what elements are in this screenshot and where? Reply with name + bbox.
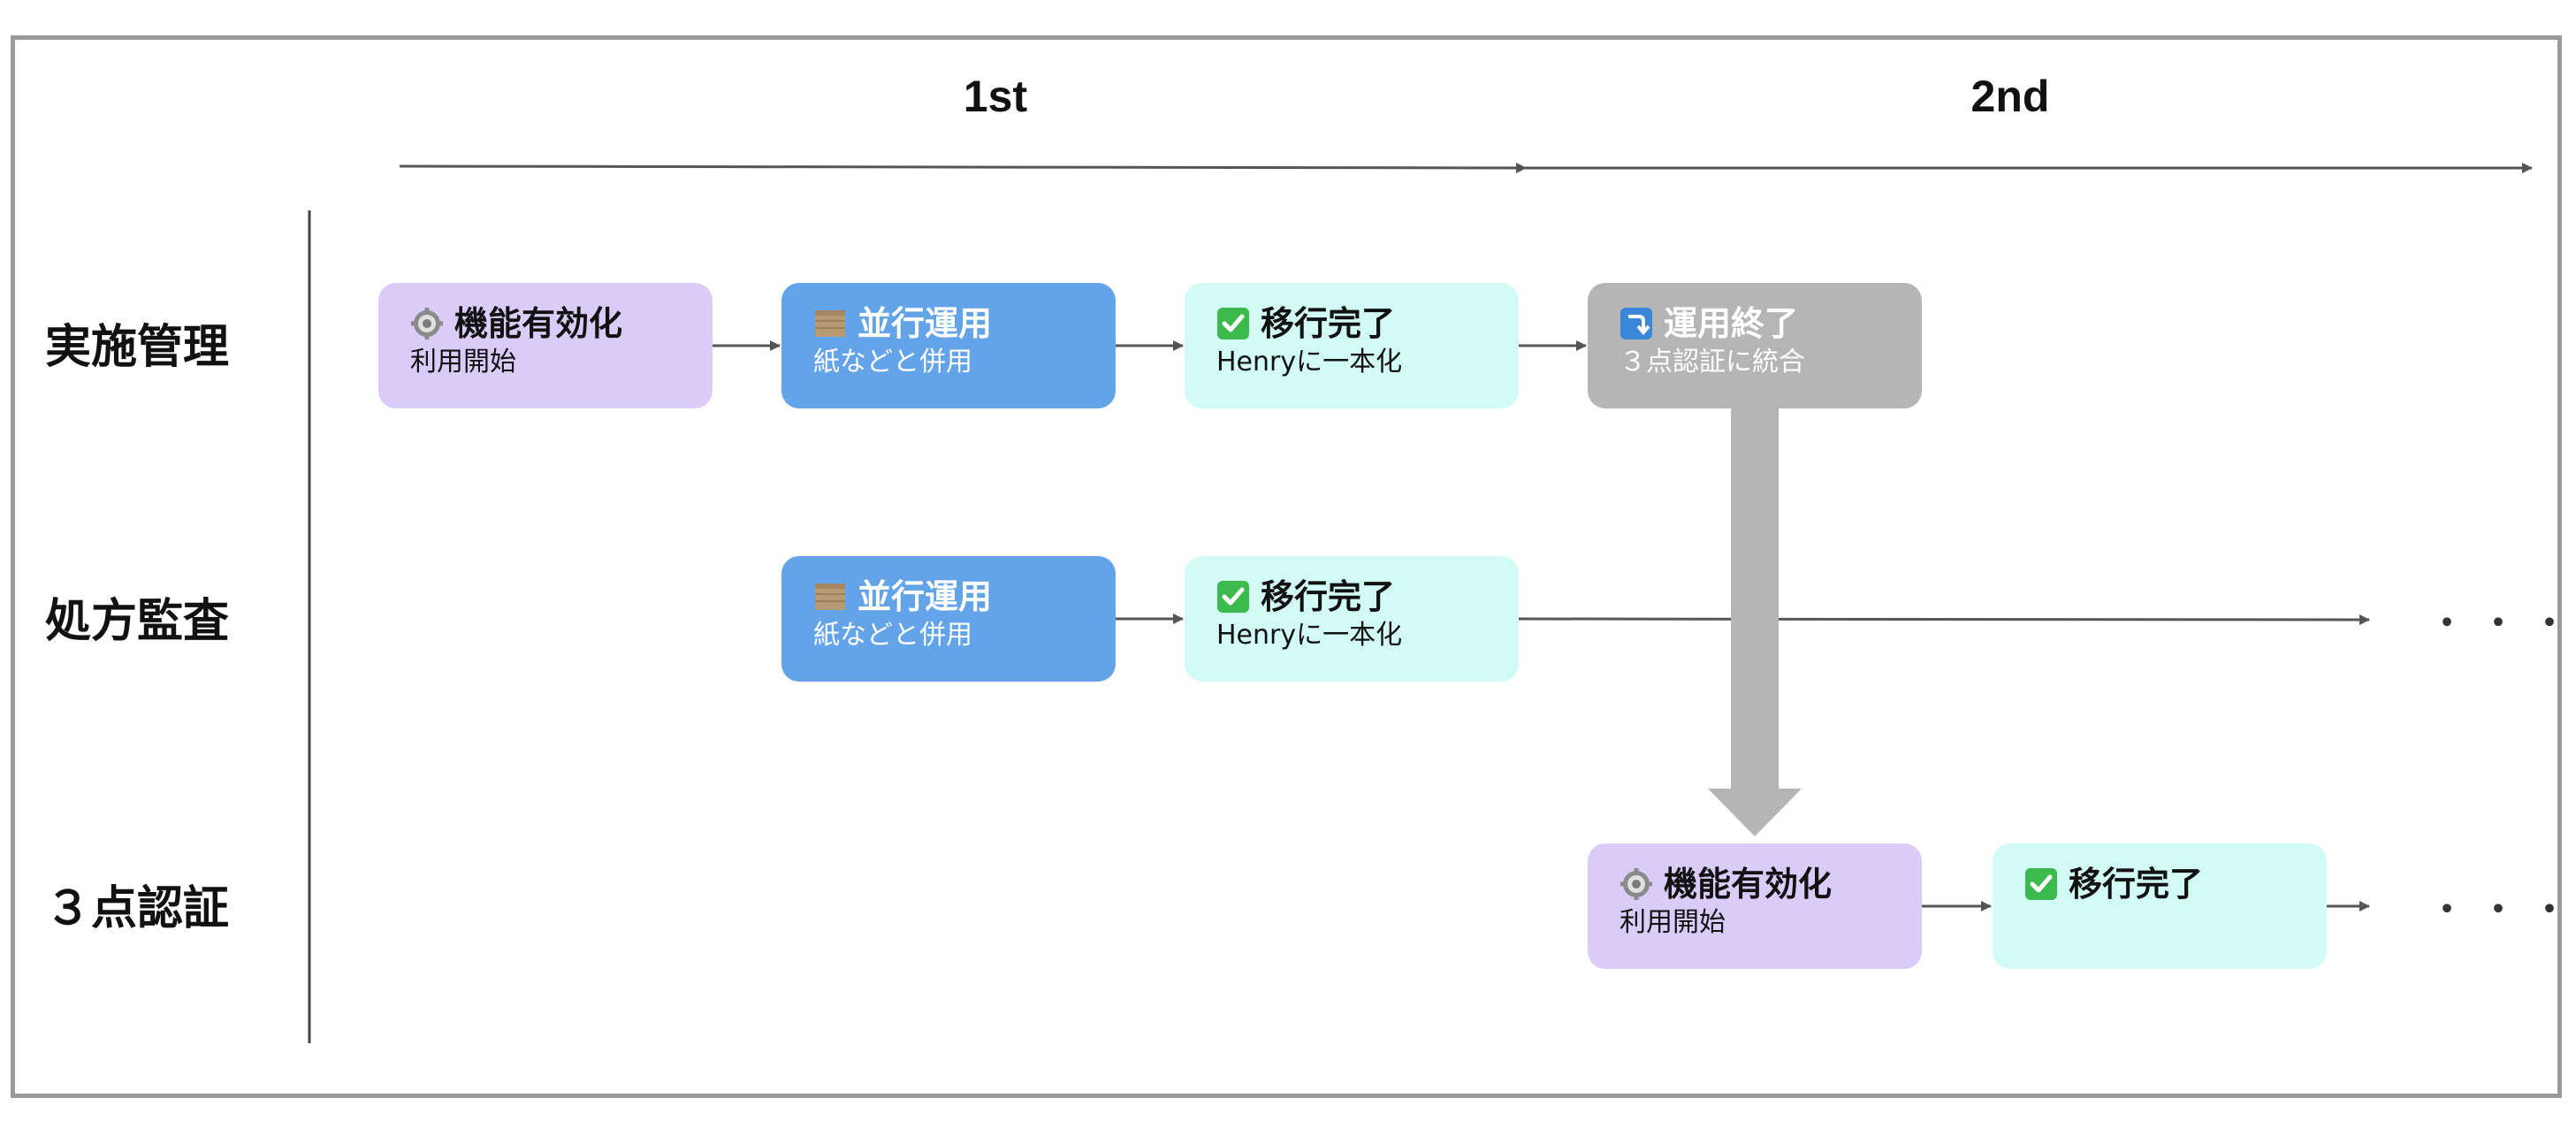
row-label-jisshi-kanri: 実施管理: [44, 321, 229, 374]
check-icon: [1216, 307, 1250, 340]
phase-label-2nd: 2nd: [1970, 72, 2050, 121]
step-subtitle: 紙などと併用: [813, 620, 972, 651]
step-card-migration-done: 移行完了 Henryに一本化: [1185, 556, 1519, 682]
step-card-migration-done: 移行完了: [1993, 843, 2327, 969]
diagram-frame: [11, 35, 2562, 1098]
step-title: 移行完了: [1261, 577, 1396, 616]
merge-arrow: [1708, 408, 1802, 836]
step-title: 機能有効化: [454, 304, 623, 343]
step-subtitle: 利用開始: [1620, 907, 1726, 938]
step-card-parallel: 並行運用 紙などと併用: [781, 556, 1116, 682]
step-card-operation-end: 運用終了 ３点認証に統合: [1588, 283, 1922, 408]
step-title: 移行完了: [2069, 865, 2204, 904]
step-title: 運用終了: [1664, 304, 1799, 343]
paper-stack-icon: [813, 307, 847, 340]
step-subtitle: Henryに一本化: [1216, 347, 1403, 377]
check-icon: [1216, 580, 1250, 614]
step-card-parallel: 並行運用 紙などと併用: [781, 283, 1116, 408]
step-title: 並行運用: [857, 304, 993, 343]
paper-stack-icon: [813, 580, 847, 614]
step-subtitle: 利用開始: [410, 347, 516, 377]
gear-icon: [410, 307, 444, 340]
row-label-3ten-ninshou: ３点認証: [44, 882, 229, 935]
step-title: 並行運用: [857, 577, 993, 616]
row-label-shohou-kansa: 処方監査: [44, 595, 229, 648]
step-title: 移行完了: [1261, 304, 1396, 343]
step-subtitle: ３点認証に統合: [1620, 347, 1805, 377]
arrow-turn-down-icon: [1620, 307, 1653, 340]
timeline-arrow-1st: [399, 162, 1527, 173]
continuation-dots: ・・・: [2429, 889, 2576, 930]
step-card-enable: 機能有効化 利用開始: [1588, 843, 1922, 969]
step-subtitle: Henryに一本化: [1216, 620, 1403, 651]
phase-label-1st: 1st: [963, 72, 1028, 121]
step-subtitle: 紙などと併用: [813, 347, 972, 377]
step-title: 機能有効化: [1664, 865, 1833, 904]
continuation-dots: ・・・: [2429, 603, 2576, 644]
step-card-migration-done: 移行完了 Henryに一本化: [1185, 283, 1519, 408]
check-icon: [2024, 867, 2058, 901]
step-card-enable: 機能有効化 利用開始: [378, 283, 713, 408]
continuation-arrow: [1518, 614, 2370, 625]
gear-icon: [1620, 867, 1653, 901]
